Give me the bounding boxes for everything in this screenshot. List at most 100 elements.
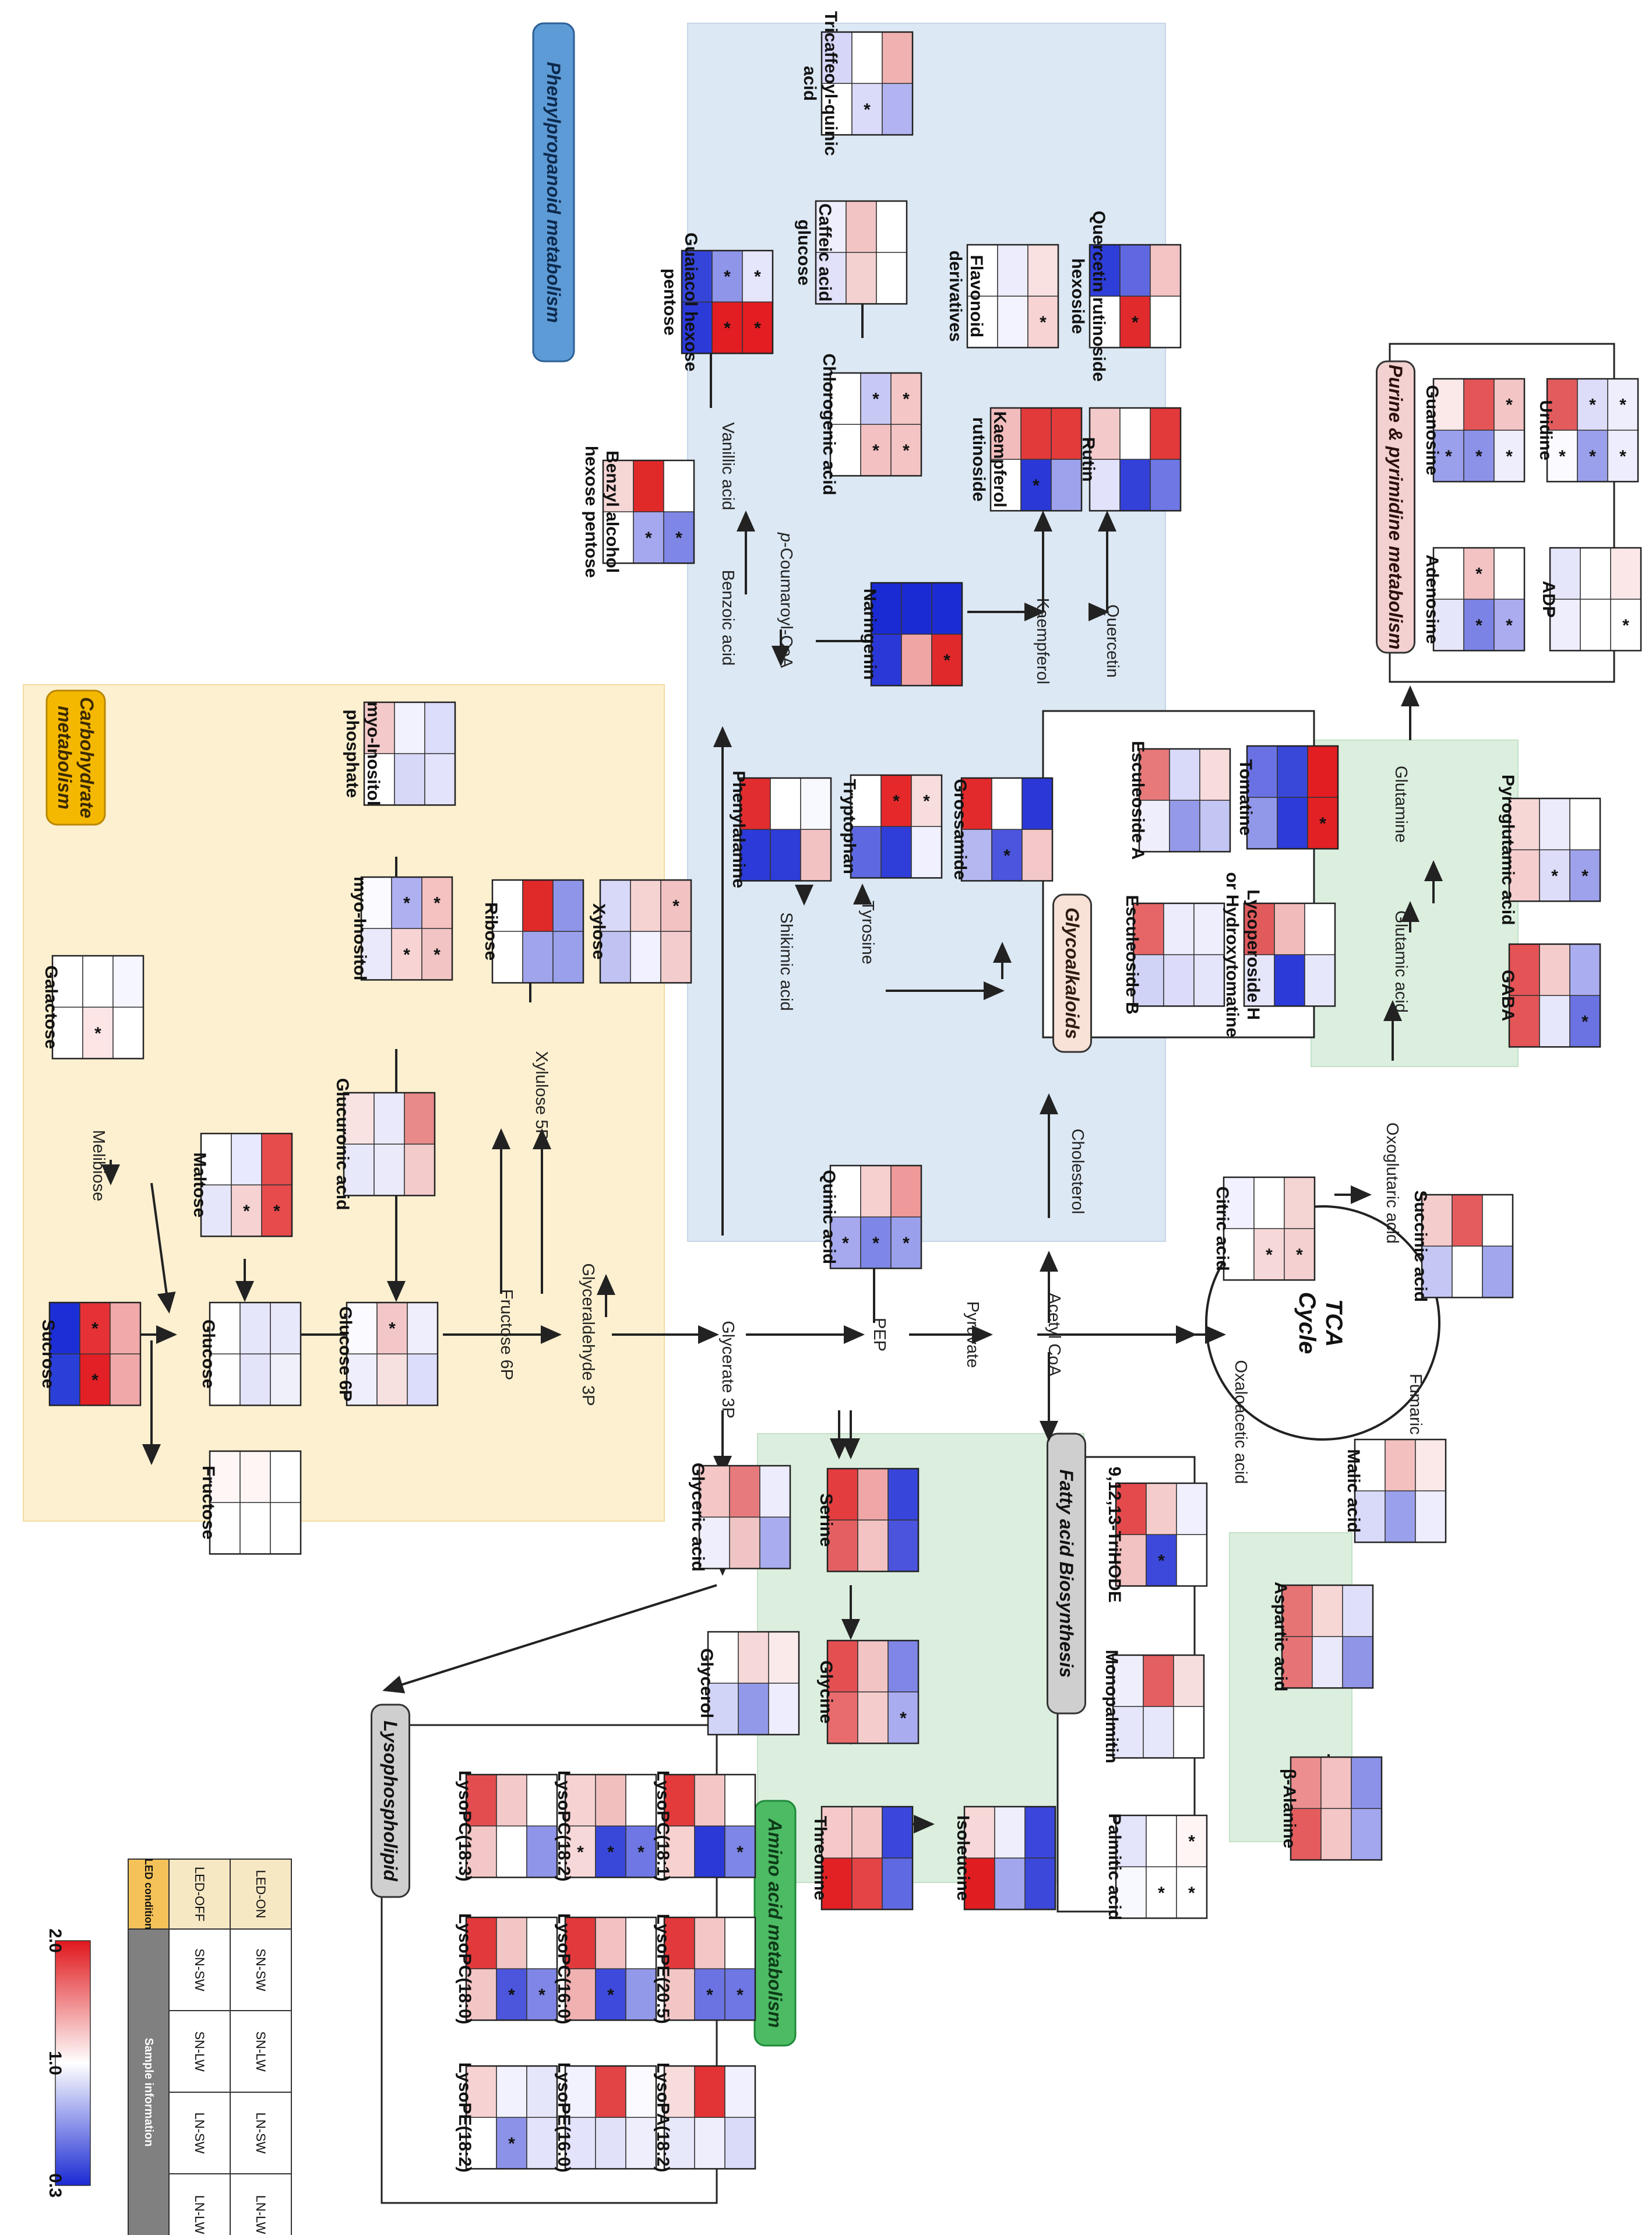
- heatmap-cell: [421, 928, 453, 981]
- heatmap-cell: [1176, 1483, 1207, 1535]
- pathway-title-text: Amino acid metabolism: [765, 1818, 786, 2028]
- heatmap-outline: [491, 879, 584, 984]
- heatmap-outline: [815, 200, 908, 305]
- significance-star: *: [1589, 396, 1596, 415]
- legend-sample-text: LN-SW: [253, 2113, 268, 2154]
- heatmap-cell: [1112, 1706, 1144, 1759]
- heatmap-cell: [724, 1968, 756, 2021]
- significance-star: *: [675, 529, 682, 548]
- pathway-title-text: Carbohydrate: [76, 697, 97, 818]
- significance-star: *: [403, 894, 410, 913]
- significance-star: *: [1296, 1245, 1303, 1265]
- metabolite-label: Isoleucine: [953, 1815, 973, 1901]
- metabolite-label: Palmitic acid: [1105, 1813, 1124, 1920]
- legend-header-sample: Sample information: [142, 2038, 155, 2147]
- significance-star: *: [754, 268, 761, 287]
- metabolite-label-group: Isoleucine: [953, 1815, 973, 1901]
- metabolite-label-group: LysoPC(18:1): [653, 1771, 672, 1882]
- significance-star: *: [903, 441, 910, 460]
- heatmap-cell: [407, 1353, 438, 1406]
- metabolite-guaiacol-hexose-pentose: ****Guaiacol hexosepentose: [660, 233, 774, 371]
- heatmap-cell: [496, 1968, 527, 2021]
- heatmap-cell: [1163, 903, 1195, 955]
- heatmap-cell: [1051, 407, 1082, 460]
- significance-star: *: [508, 1986, 515, 2005]
- heatmap-cell: [890, 424, 922, 477]
- heatmap-cell: [343, 1092, 375, 1145]
- heatmap-outline: [1089, 244, 1182, 349]
- heatmap-cell: [1173, 1655, 1204, 1707]
- heatmap-cell: [1452, 1245, 1483, 1298]
- heatmap-cell: [694, 1774, 725, 1826]
- intermediate-label: Cholesterol: [1068, 1129, 1087, 1215]
- metabolite-label: Succinic acid: [1411, 1190, 1430, 1302]
- heatmap-outline: [346, 1301, 439, 1406]
- metabolite-threonine: Threonine: [811, 1805, 914, 1910]
- metabolite-label: Adenosine: [1422, 555, 1442, 644]
- metabolite-serine: Serine: [816, 1467, 920, 1572]
- metabolite-label: Aspartic acid: [1271, 1582, 1290, 1691]
- significance-star: *: [1581, 867, 1588, 886]
- heatmap-outline: [739, 777, 832, 882]
- heatmap-cell: [770, 777, 801, 830]
- heatmap-cell: [1119, 459, 1151, 512]
- heatmap-cell: [1089, 295, 1121, 349]
- heatmap-cell: [759, 1516, 791, 1569]
- intermediate-label: Glyceraldehyde 3P: [579, 1263, 597, 1406]
- intermediate-xylulose-5p: Xylulose 5P: [532, 1051, 551, 1140]
- metabolite-label-group: LysoPC(18:3): [455, 1771, 474, 1882]
- metabolite-label: LysoPE(20:5): [653, 1914, 672, 2024]
- heatmap-cell: [633, 511, 664, 564]
- metabolite-label-group: Maltose: [190, 1152, 209, 1217]
- heatmap-cell: [1320, 1757, 1352, 1809]
- heatmap-cell: [209, 1353, 241, 1406]
- heatmap-cell: [1320, 1808, 1352, 1861]
- significance-star: *: [737, 1843, 744, 1862]
- heatmap-cell: [209, 1302, 241, 1354]
- metabolite-label-group: GABA: [1498, 970, 1517, 1021]
- heatmap-cell: [1452, 1194, 1483, 1247]
- heatmap-cell: [1089, 459, 1121, 512]
- heatmap-cell: [496, 1917, 527, 1969]
- significance-star: *: [1581, 1012, 1588, 1032]
- heatmap-outline: [465, 2065, 558, 2170]
- metabolite-glycine: *Glycine: [816, 1639, 920, 1744]
- metabolite-glyceric-acid: Glyceric acid: [688, 1463, 791, 1572]
- heatmap-cell: [270, 1502, 301, 1555]
- heatmap-cell: [1607, 378, 1639, 431]
- significance-star: *: [1475, 565, 1482, 584]
- metabolite-label-group: LysoPE(16:0): [554, 2062, 573, 2173]
- metabolite-label-group: Adenosine: [1422, 555, 1442, 644]
- metabolite-label-group: Quercetin rutinosidehexoside: [1068, 211, 1108, 382]
- heatmap-cell: [391, 928, 422, 981]
- metabolite-label: Esculeoside A: [1128, 741, 1147, 860]
- significance-star: *: [91, 1319, 98, 1339]
- significance-star: *: [645, 529, 652, 548]
- heatmap-cell: [1150, 244, 1181, 297]
- heatmap-outline: [564, 2065, 657, 2170]
- significance-star: *: [403, 945, 410, 965]
- metabolite-glucuronic-acid: Glucuronic acid: [333, 1078, 436, 1210]
- legend-sample-text: SN-SW: [253, 1948, 268, 1991]
- heatmap-outline: [1354, 1438, 1447, 1543]
- heatmap-cell: [1539, 995, 1570, 1048]
- heatmap-cell: [1569, 798, 1601, 850]
- heatmap-cell: [492, 879, 523, 932]
- heatmap-cell: [880, 775, 912, 827]
- legend-sample-sn-sw: SN-SW: [192, 1948, 207, 1991]
- heatmap-cell: [694, 1917, 725, 1969]
- intermediate-label: Vanillic acid: [718, 423, 737, 511]
- heatmap-outline: [681, 249, 774, 354]
- metabolite-malic-acid: Malic acid: [1344, 1438, 1447, 1543]
- significance-star: *: [872, 441, 879, 460]
- metabolite-label: Chlorogenic acid: [819, 354, 839, 495]
- heatmap-outline: [829, 372, 922, 477]
- heatmap-cell: [1146, 1483, 1177, 1535]
- metabolite-label-group: Glyceric acid: [688, 1463, 707, 1572]
- heatmap-cell: [890, 372, 922, 425]
- metabolite-label-group: Pyroglutamic acid: [1498, 775, 1517, 925]
- significance-star: *: [1506, 447, 1513, 466]
- heatmap-cell: [595, 1968, 626, 2021]
- heatmap-cell: [1199, 800, 1231, 853]
- metabolite-alanine: β-Alanine: [1280, 1756, 1383, 1861]
